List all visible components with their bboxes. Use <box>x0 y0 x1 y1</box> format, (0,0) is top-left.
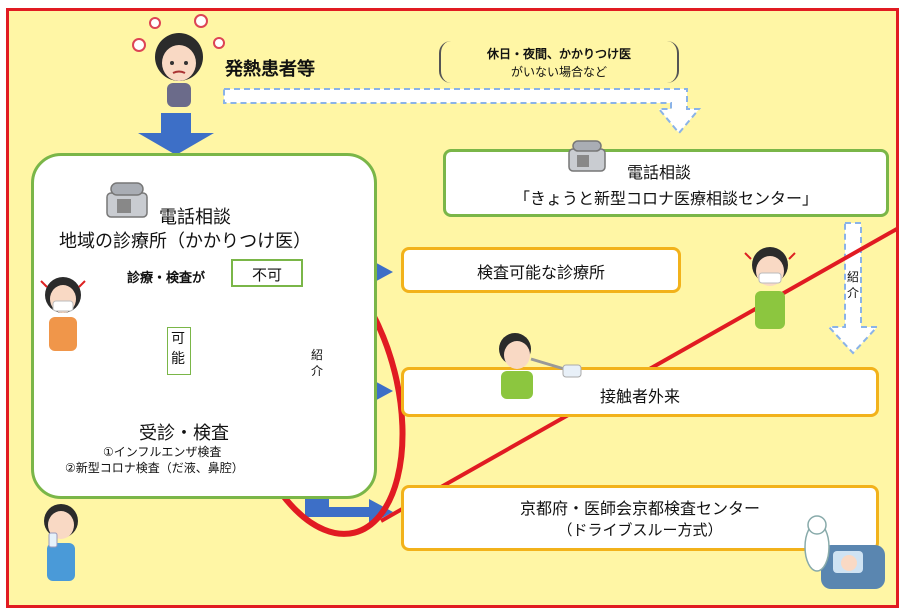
referral-vertical-label: 紹介 <box>310 348 323 378</box>
dest-contact-box <box>401 367 879 417</box>
note-line2: がいない場合など <box>510 65 607 79</box>
test2-label: ②新型コロナ検査（だ液、鼻腔） <box>65 461 244 475</box>
swab-test-icon <box>491 329 583 399</box>
note-bracket <box>439 41 679 83</box>
impossible-badge <box>231 259 303 287</box>
dest-kyoto-line1: 京都府・医師会京都検査センター <box>519 499 760 518</box>
diagram-panel: 発熱患者等 休日・夜間、かかりつけ医 がいない場合など 電話相談 「きょうと新型… <box>6 8 899 608</box>
center-line1: 電話相談 <box>627 163 692 182</box>
impossible-label: 不可 <box>251 266 282 284</box>
patient-face-icon <box>151 29 207 107</box>
decision-label: 診療・検査が <box>127 271 206 286</box>
dest-kyoto-line2: （ドライブスルー方式） <box>557 521 723 539</box>
possible-label: 可能 <box>171 331 185 367</box>
sick-child-icon <box>35 271 91 353</box>
result-label: 受診・検査 <box>139 423 229 444</box>
dashed-arrow-right <box>826 222 880 355</box>
note-line1: 休日・夜間、かかりつけ医 <box>486 47 632 61</box>
child-drinking-icon <box>35 499 87 583</box>
clinic-line2: 地域の診療所（かかりつけ医） <box>59 231 312 252</box>
dizzy-stars-icon <box>131 13 227 63</box>
referral-right-label: 紹介 <box>846 270 859 300</box>
dest-clinic-label: 検査可能な診療所 <box>476 263 605 282</box>
clinic-line1: 電話相談 <box>159 207 231 228</box>
dest-contact-label: 接触者外来 <box>599 387 680 406</box>
patient-down-arrow <box>138 113 214 155</box>
dest-kyoto-box <box>401 485 879 551</box>
sick-man-icon <box>741 241 799 331</box>
clinic-phone-icon <box>105 181 149 219</box>
referral-vertical-badge <box>309 315 325 435</box>
drive-through-icon <box>803 507 887 593</box>
dest-clinic-box <box>401 247 681 293</box>
center-line2: 「きょうと新型コロナ医療相談センター」 <box>513 189 818 208</box>
patient-label: 発熱患者等 <box>225 59 315 80</box>
test1-label: ①インフルエンザ検査 <box>103 445 222 459</box>
center-phone-icon <box>567 139 607 173</box>
center-box <box>443 149 889 217</box>
dashed-arrow-to-center <box>223 88 702 135</box>
possible-badge <box>167 327 191 375</box>
